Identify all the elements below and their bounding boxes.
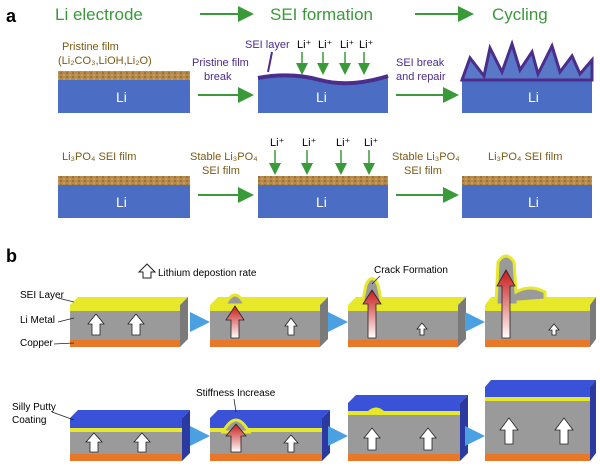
li-label-a1: Li — [116, 89, 127, 105]
header-cycling: Cycling — [492, 5, 548, 24]
header-li-electrode: Li electrode — [55, 5, 143, 24]
row2-arrow1-line1: Stable Li₃PO₄ — [190, 151, 258, 163]
header-sei-formation: SEI formation — [270, 5, 373, 24]
block-c3 — [348, 395, 468, 461]
sei-layer-line — [257, 73, 389, 86]
block-b2 — [210, 293, 328, 347]
coating-tag-line2: Coating — [12, 415, 46, 426]
li-label-a3: Li — [528, 89, 539, 105]
li-label-b3: Li — [528, 194, 539, 210]
arrow2-label-line2: and repair — [396, 71, 446, 83]
copper-tag: Copper — [20, 338, 53, 349]
film-left-label: Li₃PO₄ SEI film — [62, 151, 136, 163]
film-layer-b2 — [258, 176, 388, 185]
sei-layer-pointer — [267, 51, 273, 73]
row2-arrow2-line2: SEI film — [404, 165, 442, 177]
arrow1-label-line2: break — [204, 71, 232, 83]
li-block-b2 — [258, 185, 388, 218]
li-ion-b2: Li⁺ — [302, 137, 317, 149]
li-label-b2: Li — [316, 194, 327, 210]
block-b3 — [348, 277, 466, 347]
film-layer-b1 — [58, 176, 190, 185]
copper-tag-line — [53, 342, 75, 345]
panel-a-label: a — [6, 6, 17, 26]
li-ion-b3: Li⁺ — [336, 137, 351, 149]
li-ion-b1: Li⁺ — [270, 137, 285, 149]
li-block-a1 — [58, 80, 190, 113]
row2-arrow1-line2: SEI film — [202, 165, 240, 177]
li-label-b1: Li — [116, 194, 127, 210]
li-ion-3: Li⁺ — [340, 39, 355, 51]
film-layer-b3 — [462, 176, 592, 185]
coating-tag-line1: Silly Putty — [12, 402, 56, 413]
block-c1 — [70, 410, 190, 461]
row2-arrow2-line1: Stable Li₃PO₄ — [392, 151, 460, 163]
block-b4 — [485, 254, 596, 347]
li-ion-b4: Li⁺ — [364, 137, 379, 149]
pristine-film-layer — [58, 71, 190, 80]
li-metal-tag: Li Metal — [20, 315, 55, 326]
block-c4 — [485, 380, 596, 461]
dendrite-cluster — [459, 39, 594, 82]
crack-formation-label: Crack Formation — [374, 265, 448, 276]
pristine-film-title: Pristine film — [62, 41, 119, 53]
li-ion-2: Li⁺ — [318, 39, 333, 51]
legend-arrow-icon — [137, 263, 157, 279]
stiffness-pointer — [233, 398, 237, 413]
li-label-a2: Li — [316, 89, 327, 105]
block-c2 — [210, 410, 330, 461]
pristine-film-formula: (Li₂CO₃,LiOH,Li₂O) — [58, 55, 152, 67]
legend-text: Lithium depostion rate — [158, 268, 257, 279]
block-b1 — [70, 297, 188, 347]
panel-b-label: b — [6, 246, 17, 266]
arrow2-label-line1: SEI break — [396, 57, 445, 69]
li-metal-tag-line — [57, 317, 75, 323]
li-block-a2 — [258, 75, 388, 113]
sei-layer-label: SEI layer — [245, 39, 290, 51]
li-ion-1: Li⁺ — [297, 39, 312, 51]
arrow1-label-line1: Pristine film — [192, 57, 249, 69]
film-right-label: Li₃PO₄ SEI film — [488, 151, 562, 163]
crack-formation-pointer — [371, 275, 381, 285]
sei-layer-tag-line — [57, 297, 75, 303]
li-block-a3 — [462, 80, 592, 113]
stiffness-label: Stiffness Increase — [196, 388, 276, 399]
coating-tag-pointer — [51, 411, 75, 421]
li-ion-4: Li⁺ — [359, 39, 374, 51]
li-block-b1 — [58, 185, 190, 218]
sei-layer-tag: SEI Layer — [20, 290, 65, 301]
li-block-b3 — [462, 185, 592, 218]
